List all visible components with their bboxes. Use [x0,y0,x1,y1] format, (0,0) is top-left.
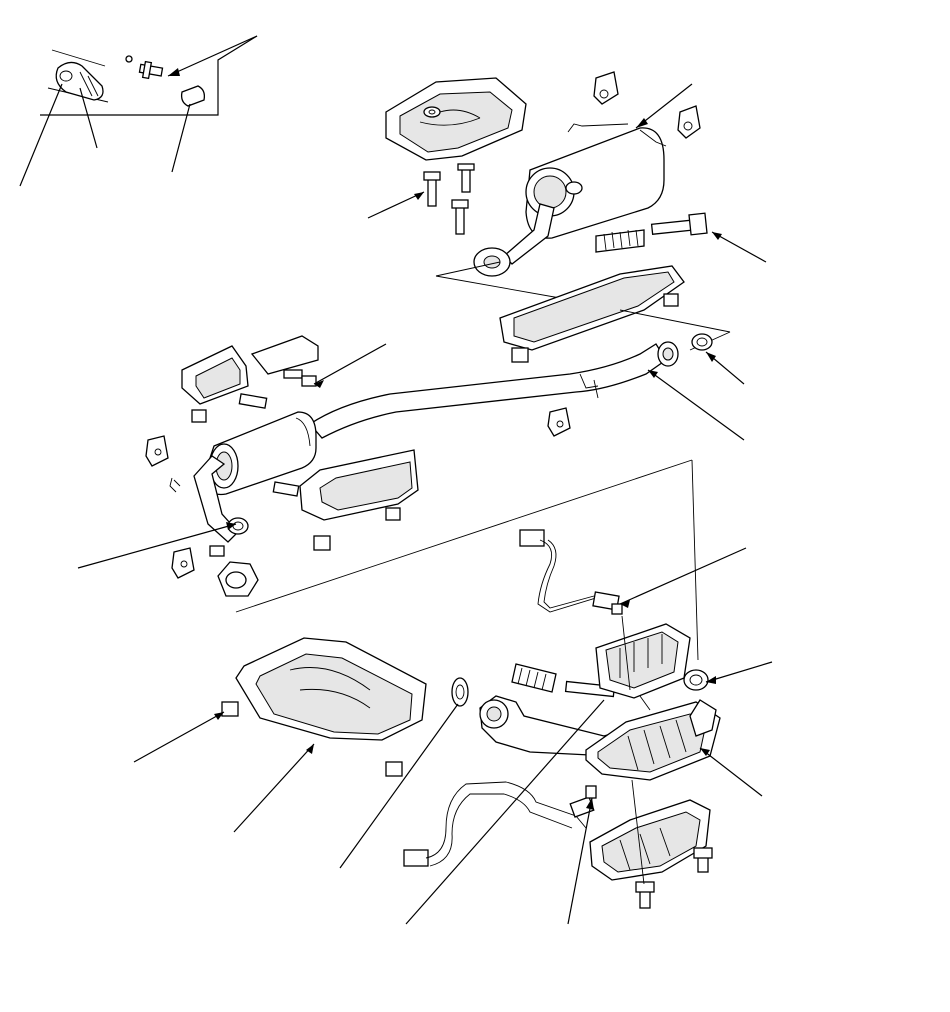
oxygen-sensor-lower [403,781,597,867]
inset-border [40,35,258,116]
center-heat-shield [499,265,685,363]
upper-heat-shield [385,77,527,161]
bolts-upper-left [238,369,317,409]
catalytic-converter-lower [585,699,721,781]
hanger-rubbers-left [145,435,195,579]
oxygen-sensor-upper [519,529,623,615]
front-flange [209,517,259,597]
inset-bolt [125,55,164,80]
catalyst-heat-shield [589,799,711,881]
center-pipe [309,341,679,439]
spring-bolt-set [595,212,708,253]
gasket-cat [683,669,709,691]
catalytic-converter-upper [595,623,691,699]
shield-bolts-top [423,163,475,235]
hanger-rubber-center [547,407,571,437]
front-muffler [205,411,317,496]
inset-hanger-rubber [55,61,104,101]
center-bracket [272,449,419,551]
lower-heat-shield [235,637,427,777]
gasket-center [691,333,713,351]
gasket-lower [451,677,469,707]
rear-hangers [593,71,701,139]
front-bracket-upper [181,335,319,423]
lower-shield-bolt [221,701,239,717]
inset-collar [180,85,206,107]
heat-shield-bolts [635,847,713,909]
inset-detail [19,35,258,187]
catalyst-front-pipe [479,695,631,757]
